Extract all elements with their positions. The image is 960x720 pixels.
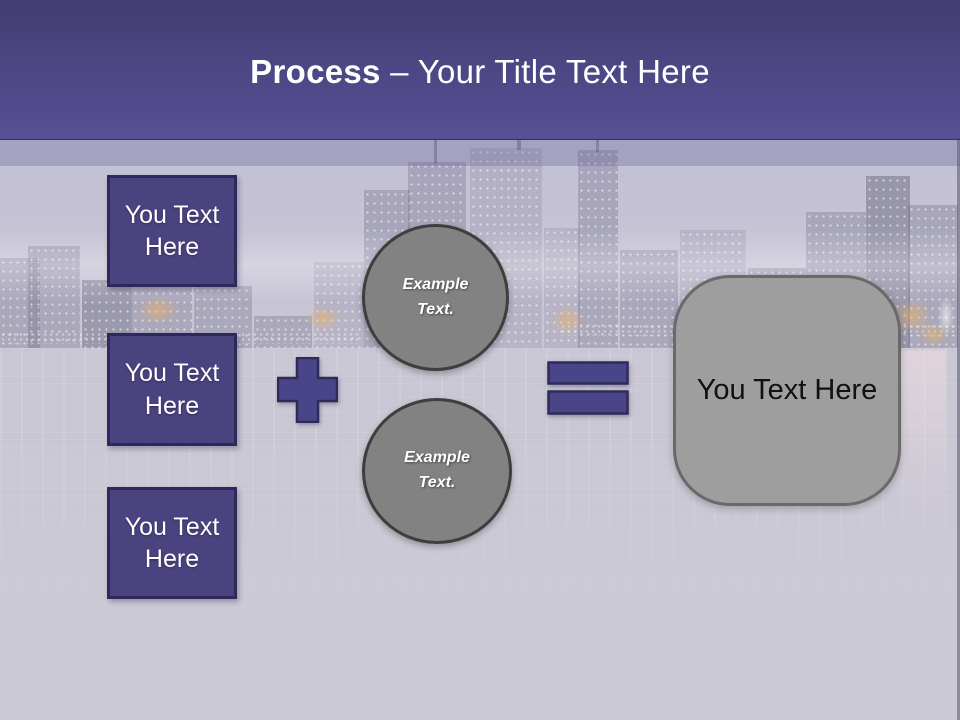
title-separator: – [390, 53, 409, 90]
building [620, 250, 678, 348]
result-box-label: You Text Here [696, 374, 878, 406]
example-circle-2[interactable]: Example Text. [362, 398, 512, 544]
antenna [596, 128, 599, 152]
step-box-3[interactable]: You Text Here [107, 487, 237, 599]
antenna [434, 134, 437, 164]
step-box-3-label: You Text Here [124, 512, 220, 574]
step-box-1-label: You Text Here [124, 200, 220, 262]
subheader-band [0, 139, 960, 166]
slide-title: Process – Your Title Text Here [0, 52, 960, 92]
step-box-1[interactable]: You Text Here [107, 175, 237, 287]
example-circle-1-label: Example Text. [402, 275, 469, 318]
title-bar: Process – Your Title Text Here [0, 0, 960, 140]
step-box-2-label: You Text Here [124, 359, 220, 420]
light-glow [128, 290, 188, 330]
title-rest: Your Title Text Here [417, 53, 710, 90]
building [82, 280, 132, 348]
building [578, 150, 618, 348]
photo-edge-line [957, 139, 960, 720]
building [254, 316, 312, 348]
plus-icon [277, 357, 338, 423]
light-glow [545, 300, 591, 340]
light-glow [934, 288, 958, 344]
example-circle-2-label: Example Text. [404, 449, 470, 491]
building [28, 246, 80, 348]
example-circle-1[interactable]: Example Text. [362, 224, 509, 371]
step-box-2[interactable]: You Text Here [107, 333, 237, 446]
result-box[interactable]: You Text Here [673, 275, 901, 506]
equals-icon [547, 361, 629, 415]
title-keyword: Process [250, 53, 381, 90]
light-glow [298, 300, 348, 336]
